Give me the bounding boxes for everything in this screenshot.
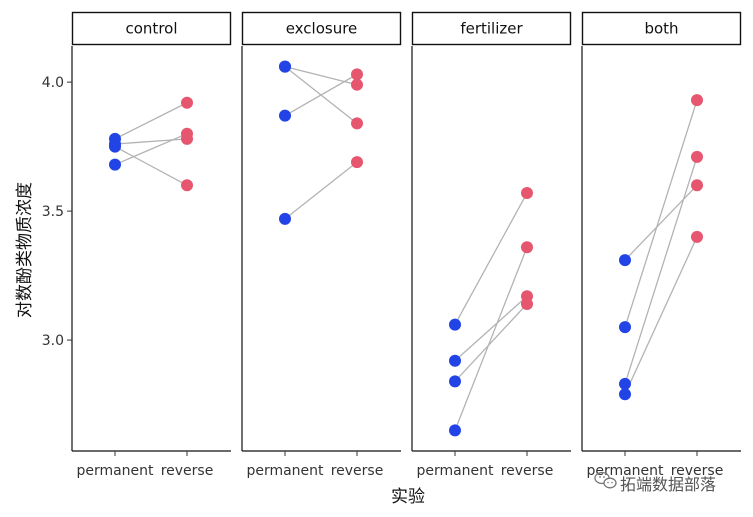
facet-strip	[71, 11, 232, 46]
point-permanent	[279, 109, 291, 122]
wechat-icon	[594, 471, 617, 489]
pair-line	[114, 138, 188, 145]
x-tick-label: permanent	[586, 463, 664, 479]
pair-line	[284, 73, 358, 117]
facet-strip-label: fertilizer	[460, 20, 523, 38]
y-tick-label: 4.0	[42, 75, 64, 91]
facet-panel-fertilizer: fertilizer permanent reverse	[411, 11, 572, 479]
pair-line	[624, 184, 698, 261]
x-tick-label: permanent	[416, 463, 494, 479]
facet-strip	[411, 11, 572, 46]
pair-line	[114, 133, 188, 166]
point-permanent	[279, 60, 291, 73]
point-reverse	[181, 132, 193, 145]
y-tick-label: 3.5	[42, 204, 64, 220]
point-reverse	[691, 230, 703, 243]
pair-line	[114, 102, 188, 140]
facet-panel-both: both permanent reverse	[581, 11, 742, 479]
facet-strip-label: control	[126, 20, 178, 38]
pair-line	[624, 156, 698, 385]
pair-line	[284, 161, 358, 220]
x-axis-title: 实验	[391, 487, 425, 507]
y-axis: 3.0 3.5 4.0	[42, 75, 72, 349]
facet-panel-exclosure: exclosure permanent reverse	[241, 11, 402, 479]
x-tick-label: reverse	[671, 463, 724, 479]
pair-line	[454, 303, 528, 382]
point-reverse	[691, 150, 703, 163]
y-axis-title: 对数酚类物质浓度	[15, 182, 35, 318]
point-permanent	[109, 138, 121, 151]
point-permanent	[619, 254, 631, 267]
watermark-text: 拓端数据部落	[620, 475, 716, 494]
facet-strip-label: both	[644, 20, 678, 38]
x-tick-label: permanent	[246, 463, 324, 479]
point-reverse	[521, 297, 533, 310]
point-reverse	[181, 96, 193, 109]
point-reverse	[521, 187, 533, 200]
watermark: 拓端数据部落	[594, 471, 716, 494]
pair-line	[624, 236, 698, 395]
y-tick-label: 3.0	[42, 333, 64, 349]
point-permanent	[619, 377, 631, 390]
point-permanent	[619, 388, 631, 401]
facet-panel-control: control permanent reverse	[71, 11, 232, 479]
point-reverse	[351, 68, 363, 81]
point-reverse	[691, 179, 703, 192]
pair-line	[114, 146, 188, 186]
facet-panels: control permanent reverse exclosure permanen…	[71, 11, 742, 479]
pair-line	[624, 99, 698, 328]
facet-strip-label: exclosure	[286, 20, 358, 38]
x-tick-label: reverse	[331, 463, 384, 479]
point-reverse	[181, 179, 193, 192]
point-permanent	[449, 375, 461, 388]
point-permanent	[619, 321, 631, 334]
point-permanent	[449, 424, 461, 437]
point-reverse	[351, 117, 363, 130]
facet-strip	[581, 11, 742, 46]
point-reverse	[351, 78, 363, 91]
point-reverse	[691, 94, 703, 107]
x-tick-label: permanent	[76, 463, 154, 479]
point-permanent	[109, 158, 121, 171]
point-permanent	[449, 318, 461, 331]
point-permanent	[279, 212, 291, 225]
x-tick-label: reverse	[161, 463, 214, 479]
pair-line	[454, 192, 528, 325]
x-tick-label: reverse	[501, 463, 554, 479]
facet-strip	[241, 11, 402, 46]
pair-line	[454, 246, 528, 431]
point-permanent	[449, 354, 461, 367]
point-reverse	[521, 241, 533, 254]
pair-line	[454, 295, 528, 362]
point-reverse	[351, 156, 363, 169]
